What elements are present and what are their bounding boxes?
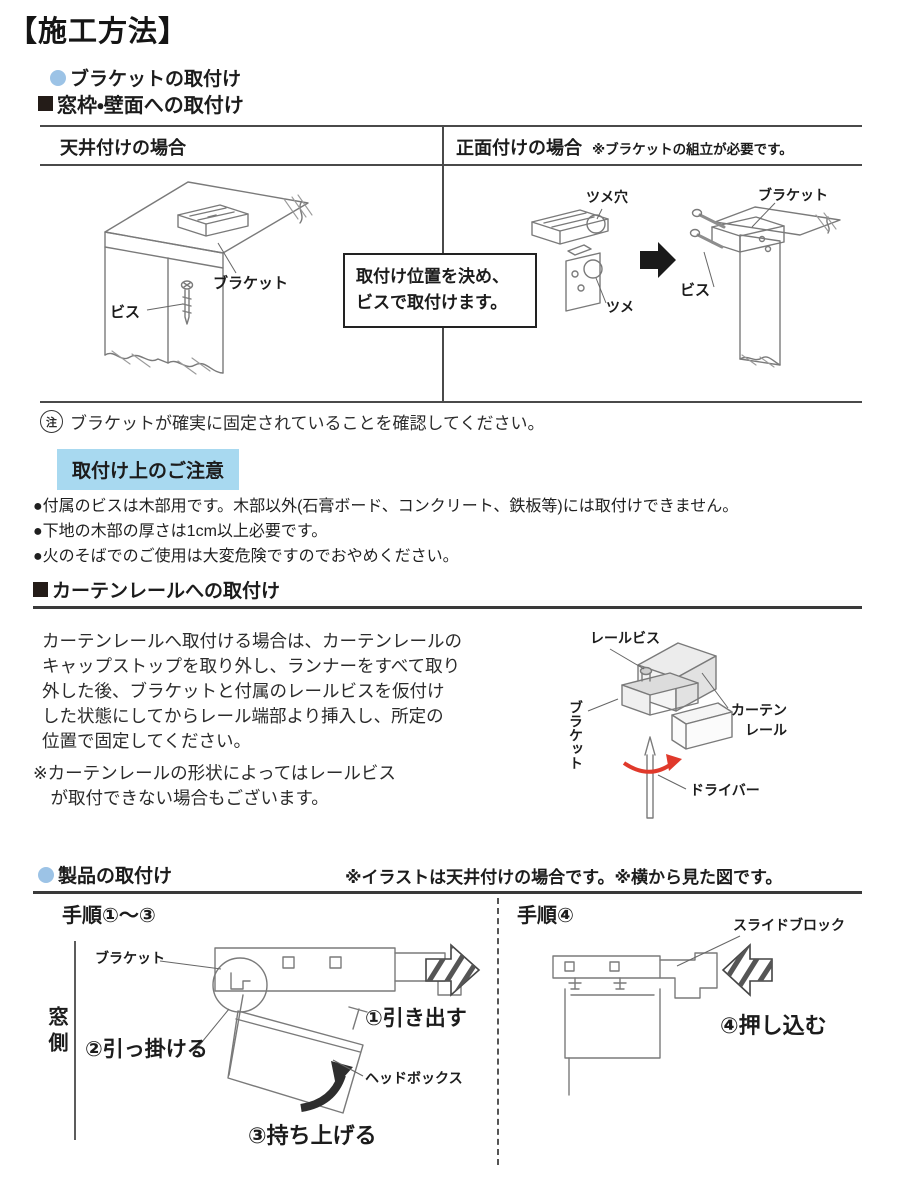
subsection-heading-window-label: 窓枠・壁面への取付け [57, 95, 244, 117]
label-step3: ③持ち上げる [248, 1123, 377, 1148]
curtain-rail-diagram [587, 642, 733, 819]
label-headbox: ヘッドボックス [365, 1070, 463, 1086]
label-bracket-right: ブラケット [758, 187, 828, 203]
mounting-method-table: 天井付けの場合 正面付けの場合 ※ブラケットの組立が必要です。 [40, 125, 862, 403]
caution-heading: 取付け上のご注意 [57, 449, 240, 490]
section-rule [33, 606, 862, 609]
table-header-front-note: ※ブラケットの組立が必要です。 [592, 142, 793, 157]
table-header-front-label: 正面付けの場合 [456, 138, 582, 158]
section-heading-rail-label: カーテンレールへの取付け [52, 581, 281, 602]
section-heading-rail: カーテンレールへの取付け [33, 576, 280, 603]
circled-note-icon: 注 [40, 410, 63, 433]
label-window-side: 窓側 [45, 1006, 67, 1058]
label-screw-right: ビス [680, 282, 711, 299]
caution-list: ●付属のビスは木部用です。木部以外(石膏ボード、コンクリート、鉄板等)には取付け… [33, 494, 865, 569]
label-slide-block: スライドブロック [733, 917, 845, 933]
table-header-ceiling: 天井付けの場合 [60, 138, 186, 158]
section-heading-product-label: 製品の取付け [58, 866, 173, 887]
label-rail-screw: レールビス [590, 630, 660, 646]
label-bracket-rail: ブラケット [568, 700, 584, 770]
procedure-title-4: 手順④ [517, 905, 574, 927]
label-step4: ④押し込む [720, 1013, 827, 1038]
fixing-check-note-text: ブラケットが確実に固定されていることを確認してください。 [70, 414, 545, 433]
label-screwdriver: ドライバー [690, 782, 760, 798]
label-curtain: カーテン [731, 702, 787, 718]
blue-dot-icon [38, 866, 54, 883]
page-title: 【施工方法】 [8, 16, 189, 48]
label-bracket-left: ブラケット [213, 275, 289, 292]
square-bullet-icon [33, 582, 48, 597]
procedure-divider [497, 898, 499, 1165]
table-header-separator [40, 164, 862, 166]
caution-item: ●付属のビスは木部用です。木部以外(石膏ボード、コンクリート、鉄板等)には取付け… [33, 498, 739, 515]
section-heading-bracket-label: ブラケットの取付け [70, 69, 242, 90]
section-heading-bracket: ブラケットの取付け [50, 64, 241, 91]
procedure-title-1-3: 手順①〜③ [62, 905, 156, 927]
rail-instructions: カーテンレールへ取付ける場合は、カーテンレールの キャップストップを取り外し、ラ… [42, 631, 462, 751]
label-step2: ②引っ掛ける [85, 1038, 208, 1061]
label-rail: レール [745, 722, 787, 738]
step-4-diagram [552, 935, 773, 1096]
label-claw: ツメ [606, 299, 634, 315]
section-rule [33, 891, 862, 894]
square-bullet-icon [38, 96, 53, 111]
bracket-mounting-diagram [104, 181, 841, 375]
caution-item: ●下地の木部の厚さは1cm以上必要です。 [33, 523, 328, 540]
product-section-note: ※イラストは天井付けの場合です。※横から見た図です。 [345, 868, 783, 887]
blue-dot-icon [50, 69, 66, 86]
assembly-arrow-icon [640, 242, 676, 278]
label-bracket-step: ブラケット [95, 950, 165, 966]
rail-note: ※カーテンレールの形状によってはレールビス が取付できない場合もございます。 [33, 763, 396, 808]
section-heading-product: 製品の取付け [38, 861, 172, 888]
table-header-front: 正面付けの場合 ※ブラケットの組立が必要です。 [456, 134, 793, 160]
label-step1: ①引き出す [365, 1007, 467, 1030]
label-screw-left: ビス [110, 304, 141, 321]
rotation-arrow-icon [622, 760, 676, 774]
label-curtain-rail: カーテン レール [731, 700, 787, 740]
instruction-callout-box: 取付け位置を決め、 ビスで取付けます。 [343, 253, 537, 328]
subsection-heading-window: 窓枠・壁面への取付け [38, 89, 244, 118]
fixing-check-note: 注 ブラケットが確実に固定されていることを確認してください。 [40, 409, 544, 434]
caution-item: ●火のそばでのご使用は大変危険ですのでおやめください。 [33, 548, 459, 565]
steps-1-3-diagram [74, 941, 481, 1140]
label-claw-hole: ツメ穴 [586, 189, 628, 205]
